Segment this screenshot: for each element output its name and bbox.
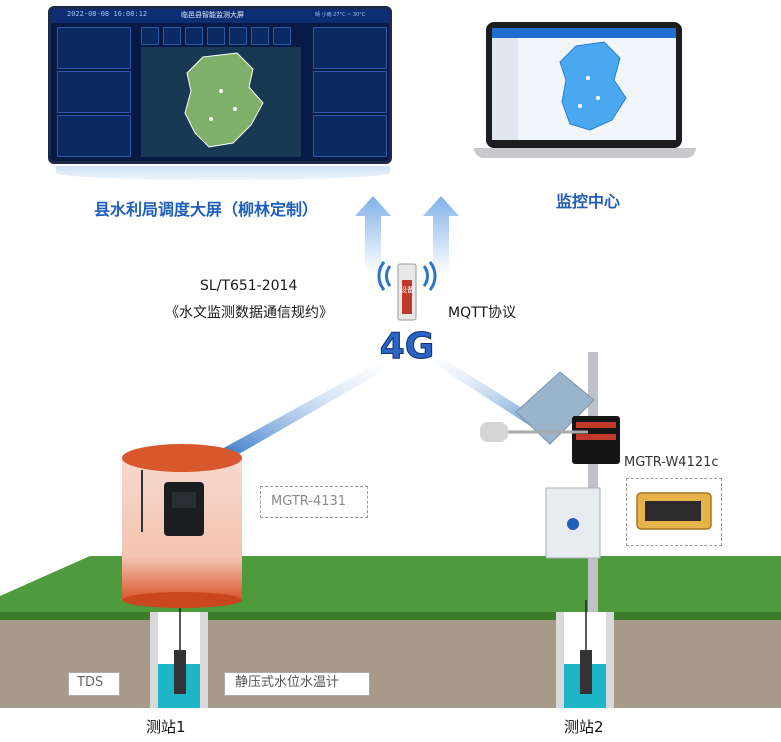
station2-device-label: MGTR-W4121c (624, 455, 719, 470)
dashboard-caption: 县水利局调度大屏（柳林定制） (94, 200, 319, 219)
station2-name: 测站2 (564, 718, 604, 736)
dashboard-panel-right-3 (313, 115, 387, 157)
dashboard-panel-left-2 (57, 71, 131, 113)
dashboard-weather: 晴 小雨 27°C ~ 30°C (315, 12, 366, 18)
station1-name: 测站1 (146, 718, 186, 736)
station2-pole (480, 352, 620, 612)
dashboard-stat-tile (185, 27, 203, 45)
mqtt-protocol-label: MQTT协议 (448, 305, 516, 321)
level-probe-2 (580, 650, 592, 694)
mgtr-w4121c-board (636, 492, 712, 530)
mgtr-4131-device (164, 482, 204, 536)
dashboard-header (51, 9, 389, 23)
station1-device-label: MGTR-4131 (260, 486, 368, 518)
dashboard-stat-tile (163, 27, 181, 45)
dashboard-stat-tile (229, 27, 247, 45)
station1-enclosure (122, 444, 242, 608)
dashboard-stat-tile (251, 27, 269, 45)
arrow-up-icon (423, 196, 459, 274)
laptop-display (492, 28, 676, 140)
dashboard-panel-right-2 (313, 71, 387, 113)
signal-wave-icon (422, 265, 429, 287)
upload-arrows (355, 196, 459, 274)
dashboard-date: 2022-08-08 16:08:12 (67, 10, 148, 18)
dashboard-panel-left-3 (57, 115, 131, 157)
arrow-up-icon (355, 196, 391, 274)
dashboard-county-map (184, 52, 264, 148)
mgtr-w4121c-device (626, 478, 722, 546)
laptop-base (474, 148, 696, 158)
laptop-map-view (492, 28, 676, 140)
pole (588, 352, 598, 612)
4g-label: 4G (380, 326, 435, 367)
screen-reflection (56, 166, 390, 180)
soil-layer (0, 620, 781, 708)
dashboard-stat-tile (207, 27, 225, 45)
signal-beam-station1 (220, 360, 392, 458)
standard-name: 《水文监测数据通信规约》 (165, 305, 333, 321)
standard-code: SL/T651-2014 (200, 278, 298, 294)
signal-wave-icon (385, 265, 392, 287)
signal-wave-icon (377, 261, 386, 291)
level-probe-1 (174, 650, 186, 694)
dashboard-panel-left-1 (57, 27, 131, 69)
level-sensor-label: 静压式水位水温计 (224, 672, 370, 696)
dashboard-title: 临邑县智能监测大屏 (181, 11, 244, 19)
4g-tower: 设备 4G (377, 261, 437, 368)
tds-sensor-label: TDS (68, 672, 120, 696)
monitor-center-caption: 监控中心 (556, 192, 621, 211)
dashboard-panel-right-1 (313, 27, 387, 69)
camera-icon (480, 422, 508, 442)
tower-sign: 设备 (400, 285, 414, 294)
dashboard-stat-tile (141, 27, 159, 45)
signal-wave-icon (428, 261, 437, 291)
dashboard-map (141, 47, 301, 157)
dashboard-screen: 2022-08-08 16:08:12 临邑县智能监测大屏 晴 小雨 27°C … (48, 6, 392, 164)
dashboard-stat-tile (273, 27, 291, 45)
